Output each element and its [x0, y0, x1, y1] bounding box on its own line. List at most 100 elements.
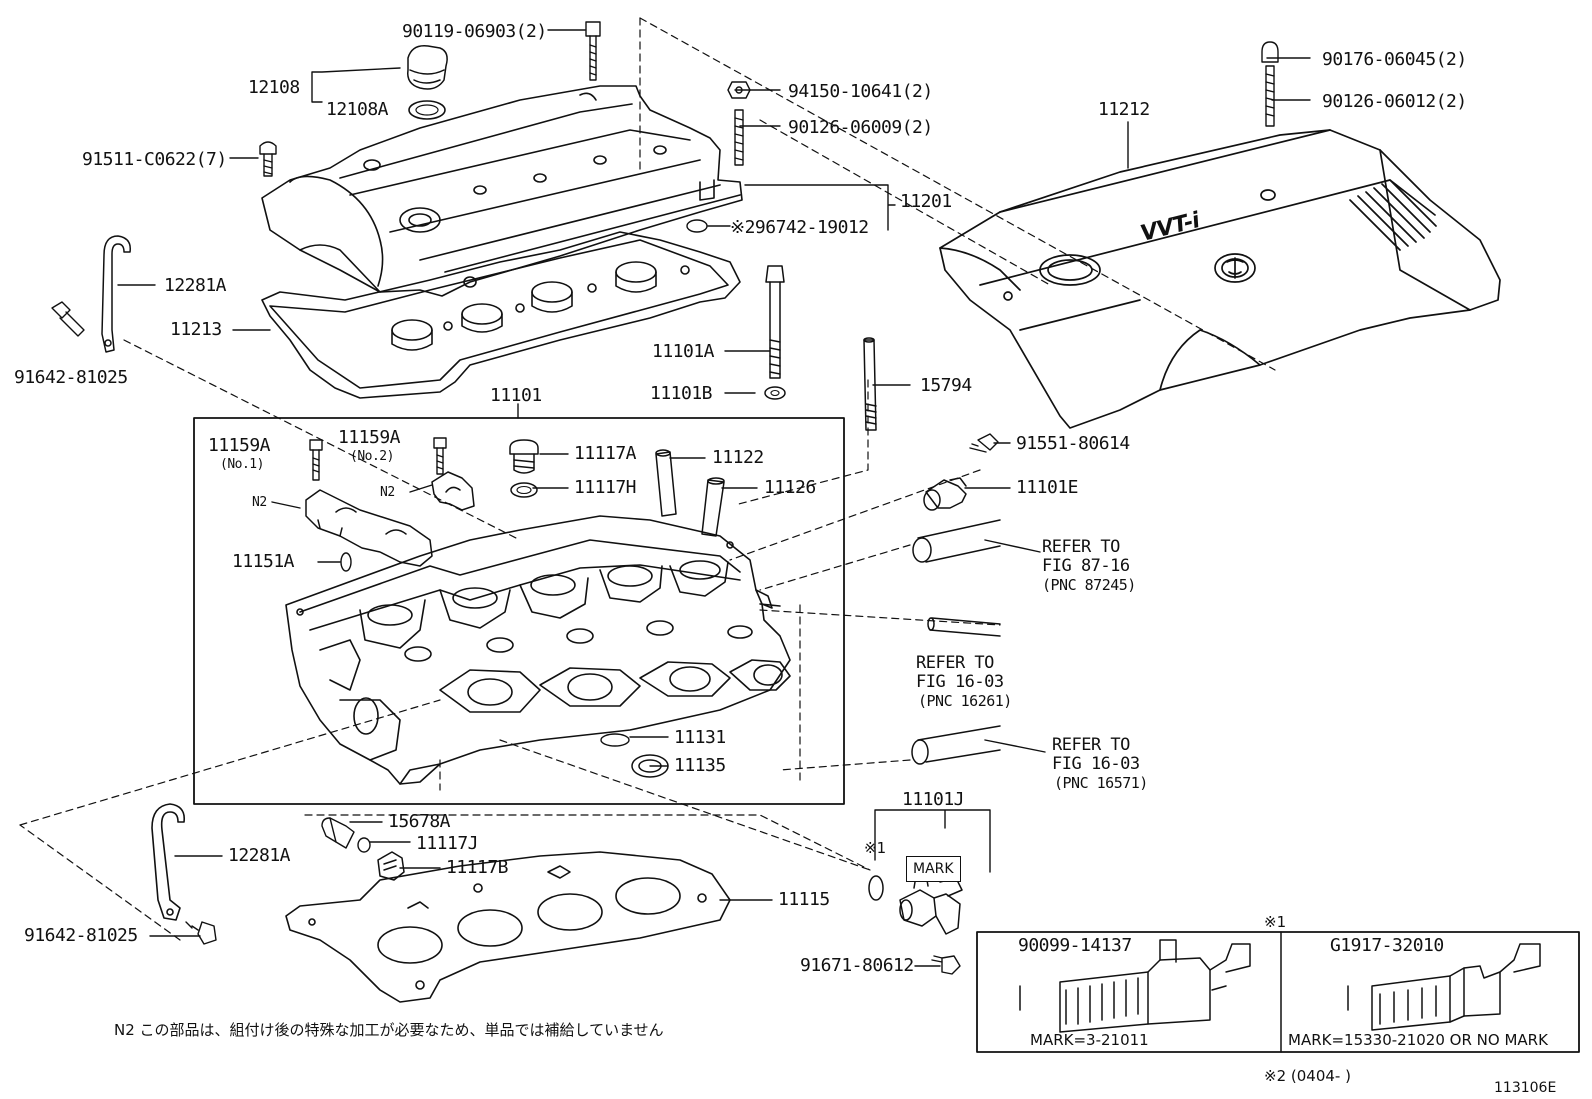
label-11122: 11122: [712, 447, 764, 468]
gasket-11117J: [357, 837, 371, 853]
inset-left-part-number: 90099-14137: [1018, 935, 1132, 956]
pin-15794: [863, 337, 877, 431]
label-11201: 11201: [900, 191, 952, 212]
reference-tube-16571: [911, 725, 1001, 765]
label-90176-06045: 90176-06045(2): [1322, 49, 1467, 70]
head-gasket-11115: [285, 851, 731, 1003]
inset-right-mark: MARK=15330-21020 OR NO MARK: [1288, 1031, 1548, 1049]
cylinder-head-group-box: [193, 417, 845, 805]
refer-16571-line3: (PNC 16571): [1054, 774, 1148, 792]
bolt-91551: [969, 433, 999, 453]
label-11126: 11126: [764, 477, 816, 498]
cylinder-head-11101: [285, 515, 791, 785]
label-11101J: 11101J: [902, 789, 965, 810]
label-11131: 11131: [674, 727, 726, 748]
reference-tube-87245: [912, 519, 1001, 563]
bolt-11159A-no1: [309, 439, 323, 481]
label-11159A-no2-sub: (No.2): [350, 449, 394, 464]
leader-lines: [117, 29, 1311, 967]
label-94150-10641: 94150-10641(2): [788, 81, 933, 102]
bolt-91642-bottom: [185, 921, 217, 945]
seal-296742: [686, 219, 708, 233]
bearing-cap-no2: [431, 471, 475, 511]
cap-gasket-12108A: [408, 100, 446, 120]
seal-11135: [631, 754, 669, 778]
refer-16571-line1: REFER TO: [1052, 735, 1130, 755]
bolt-91642-top: [51, 301, 85, 337]
stud-90126-06012: [1265, 65, 1275, 127]
o-ring-ocv: [868, 875, 884, 901]
plug-11117B: [377, 851, 405, 881]
bolt-11101A: [765, 265, 785, 379]
bolt-90119: [585, 21, 601, 81]
cylinder-head-cover-11201: [261, 85, 743, 297]
plug-11117A: [509, 439, 539, 474]
note-n2-supply: N2 この部品は、組付け後の特殊な加工が必要なため、単品では補給していません: [114, 1021, 664, 1039]
label-90126-06009: 90126-06009(2): [788, 117, 933, 138]
washer-11101B: [764, 386, 786, 400]
label-11159A-no1-sub: (No.1): [220, 457, 264, 472]
dashed-guide-lines: [19, 17, 1276, 941]
pin-15678A: [321, 817, 355, 849]
label-90119-06903: 90119-06903(2): [402, 21, 547, 42]
inset-left-mark: MARK=3-21011: [1030, 1031, 1149, 1049]
label-12281A-top: 12281A: [164, 275, 227, 296]
bolt-91671: [931, 955, 961, 975]
label-n2-no2-cap: N2: [380, 485, 395, 500]
refer-16261-line3: (PNC 16261): [918, 692, 1012, 710]
ocv-variant-right: [1347, 943, 1541, 1031]
o-ring-11131: [600, 733, 630, 747]
label-11101A: 11101A: [652, 341, 715, 362]
label-star1: ※1: [864, 839, 887, 857]
label-91642-81025-top: 91642-81025: [14, 367, 128, 388]
label-12108A: 12108A: [326, 99, 389, 120]
oil-filler-cap-12108: [407, 45, 448, 90]
label-296742-19012: ※296742-19012: [730, 217, 869, 238]
refer-16261-line2: FIG 16-03: [916, 672, 1004, 692]
label-11117A: 11117A: [574, 443, 637, 464]
ocv-variant-left: [1019, 939, 1251, 1033]
label-11101E: 11101E: [1016, 477, 1079, 498]
refer-87245-line3: (PNC 87245): [1042, 576, 1136, 594]
label-11101B: 11101B: [650, 383, 713, 404]
valve-guide-11122: [655, 449, 677, 517]
label-15678A: 15678A: [388, 811, 451, 832]
label-11135: 11135: [674, 755, 726, 776]
label-91671-80612: 91671-80612: [800, 955, 914, 976]
valve-guide-11126: [701, 477, 725, 537]
label-11159A-no1: 11159A: [208, 435, 271, 456]
label-11117B: 11117B: [446, 857, 509, 878]
refer-16571-line2: FIG 16-03: [1052, 754, 1140, 774]
figure-code: 113106E: [1494, 1080, 1557, 1096]
refer-16261-line1: REFER TO: [916, 653, 994, 673]
oil-control-valve-11101J: [899, 873, 963, 935]
label-12108: 12108: [248, 77, 300, 98]
label-mark-box: MARK: [906, 856, 961, 882]
ocv-variant-inset-box: [976, 931, 1580, 1053]
label-91551-80614: 91551-80614: [1016, 433, 1130, 454]
seal-11117H: [510, 482, 538, 498]
label-11117H: 11117H: [574, 477, 637, 498]
bolt-91511: [259, 141, 277, 177]
reference-tube-16261: [927, 617, 1001, 637]
label-11212: 11212: [1098, 99, 1150, 120]
bearing-cap-no1: [305, 489, 433, 567]
label-90126-06012: 90126-06012(2): [1322, 91, 1467, 112]
label-91642-81025-bottom: 91642-81025: [24, 925, 138, 946]
label-12281A-bottom: 12281A: [228, 845, 291, 866]
refer-87245-line1: REFER TO: [1042, 537, 1120, 557]
label-11101: 11101: [490, 385, 542, 406]
nut-94150: [727, 81, 751, 99]
label-15794: 15794: [920, 375, 972, 396]
label-11213: 11213: [170, 319, 222, 340]
label-11115: 11115: [778, 889, 830, 910]
label-star1-inset: ※1: [1264, 913, 1287, 931]
label-11151A: 11151A: [232, 551, 295, 572]
bolt-11159A-no2: [433, 437, 447, 475]
label-11159A-no2: 11159A: [338, 427, 401, 448]
note-star2-date-range: ※2 (0404- ): [1264, 1067, 1351, 1085]
ring-11151A: [340, 552, 352, 572]
hook-bracket-12281A-bottom: [151, 803, 186, 921]
